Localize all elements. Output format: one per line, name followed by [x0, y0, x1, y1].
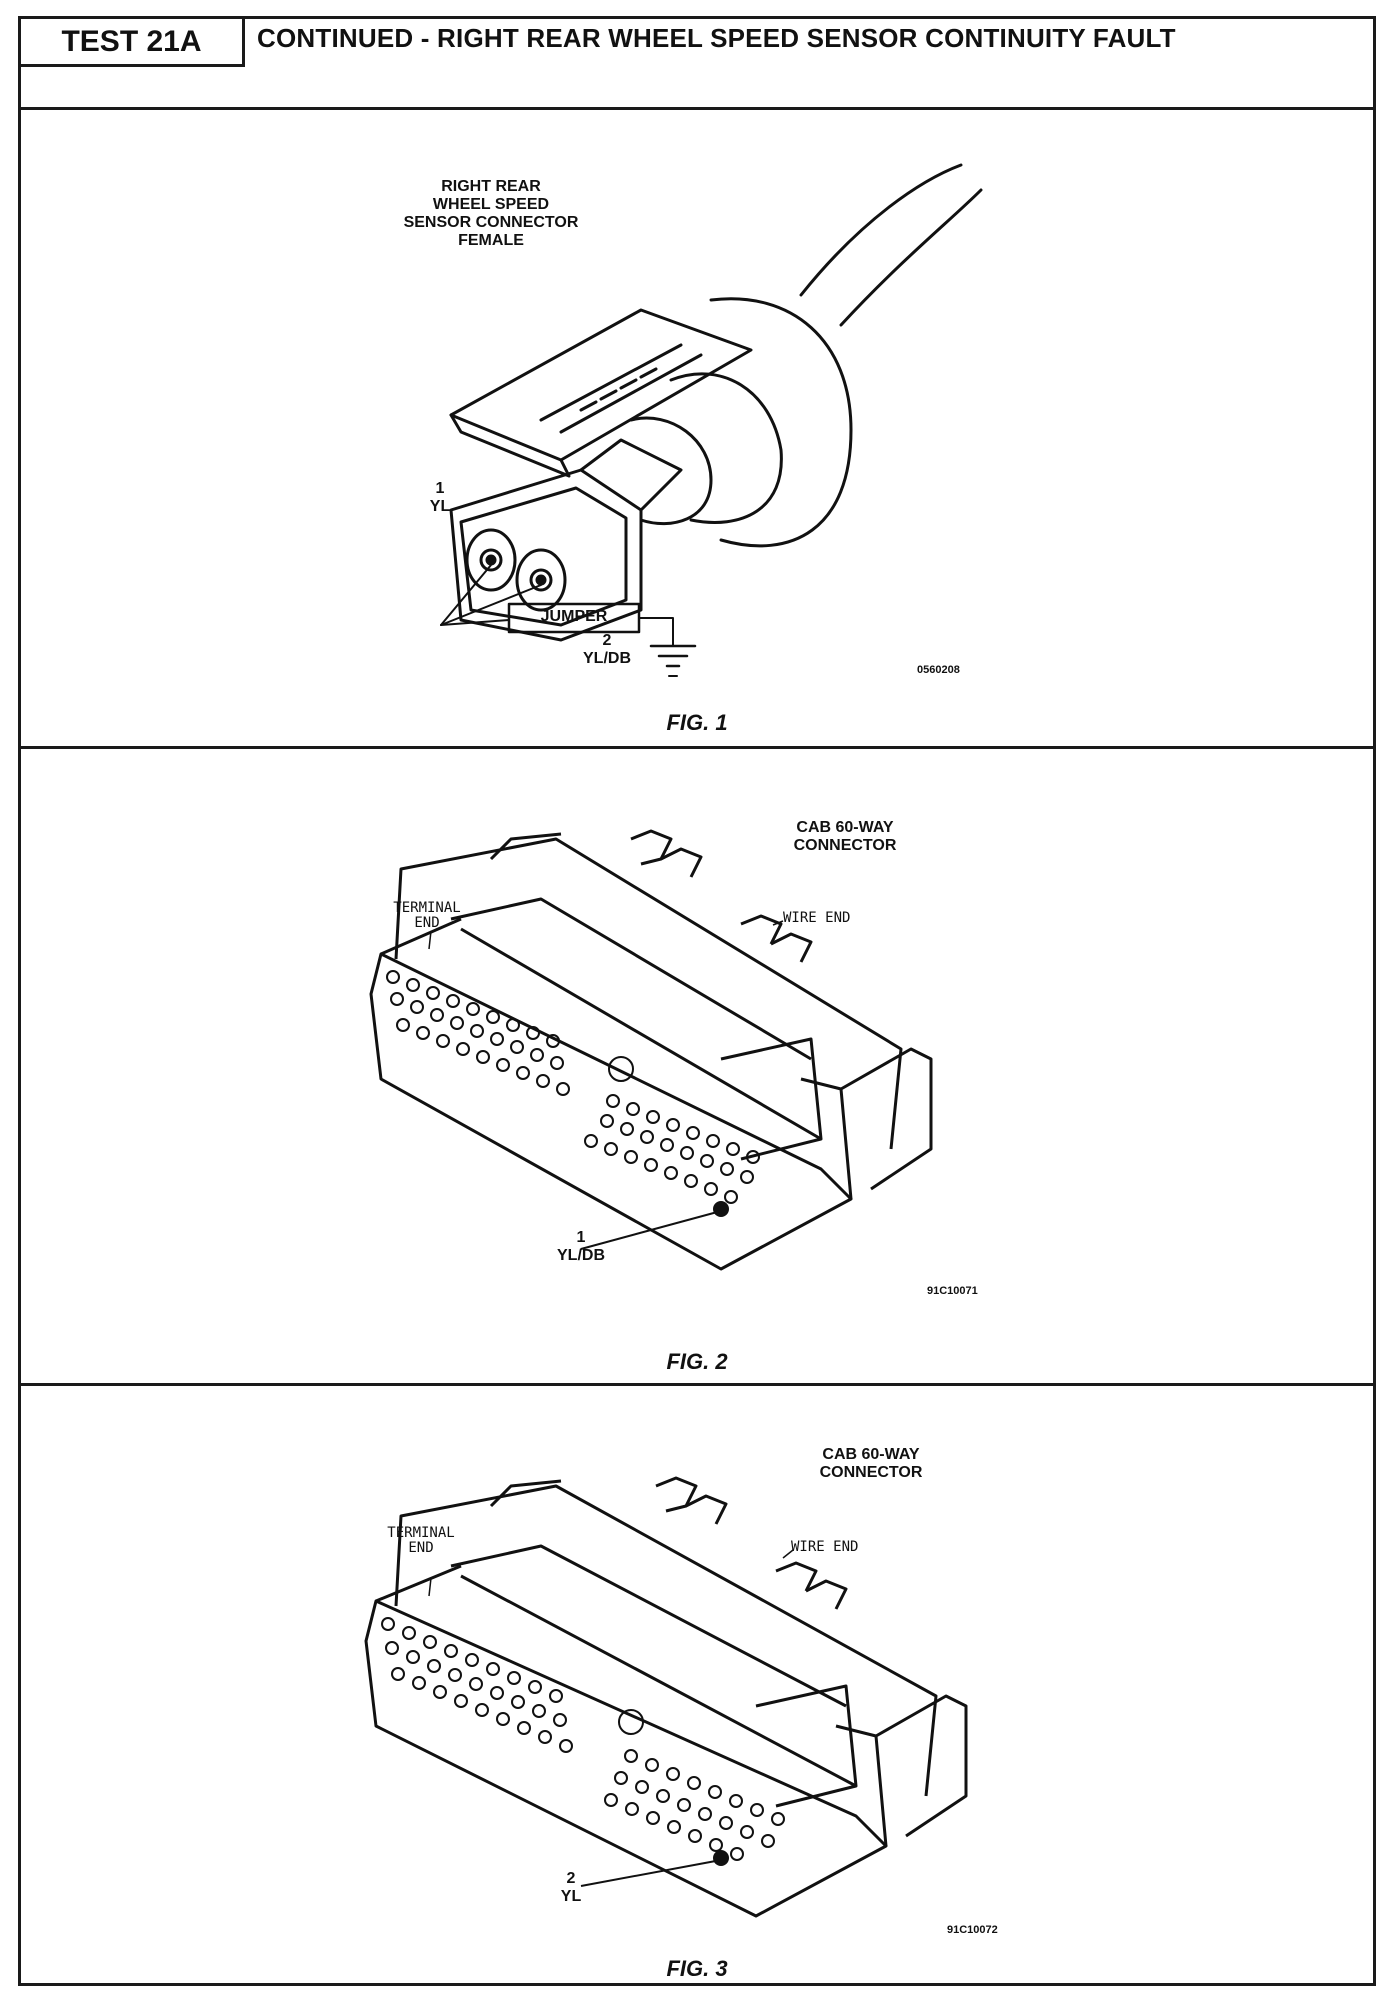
figure-3-panel: CAB 60-WAY CONNECTOR TERMINAL END WIRE E…	[21, 1386, 1373, 1986]
cab-connector-label: CAB 60-WAY CONNECTOR	[791, 1446, 951, 1482]
cab-connector-illustration	[364, 1476, 968, 1918]
sensor-connector-illustration	[440, 163, 983, 677]
pin-number: 2	[602, 632, 612, 649]
label-line: END	[408, 1540, 434, 1556]
pin-1-label: 1 YL	[425, 480, 455, 516]
label-line: TERMINAL	[393, 900, 461, 916]
figure-caption: FIG. 3	[666, 1956, 728, 1981]
figure-code: 91C10072	[947, 1924, 998, 1936]
label-line: WHEEL SPEED	[432, 196, 550, 213]
wire-color: YL/DB	[557, 1247, 605, 1264]
page-frame: TEST 21A CONTINUED - RIGHT REAR WHEEL SP…	[18, 16, 1376, 1986]
pin-number: 2	[566, 1870, 576, 1887]
jumper-label: JUMPER	[540, 608, 608, 625]
divider-header	[21, 107, 1373, 110]
figure-caption: FIG. 2	[666, 1349, 728, 1374]
wire-color: YL	[560, 1888, 582, 1905]
terminal-end-label: TERMINAL END	[367, 901, 487, 931]
pin-number: 1	[435, 480, 445, 497]
cab-connector-illustration	[369, 829, 933, 1271]
page-title: CONTINUED - RIGHT REAR WHEEL SPEED SENSO…	[257, 23, 1176, 53]
pin-number: 1	[576, 1229, 586, 1246]
wire-end-label: WIRE END	[791, 1539, 859, 1555]
figure-2-panel: CAB 60-WAY CONNECTOR TERMINAL END WIRE E…	[21, 749, 1373, 1383]
label-line: CONNECTOR	[819, 1464, 923, 1481]
divider-fig1	[21, 746, 1373, 749]
wire-end-label: WIRE END	[783, 910, 851, 926]
sensor-connector-label: RIGHT REAR WHEEL SPEED SENSOR CONNECTOR …	[391, 178, 591, 250]
cab-connector-label: CAB 60-WAY CONNECTOR	[765, 819, 925, 855]
label-line: FEMALE	[458, 232, 524, 249]
pin-1-label: 1 YL/DB	[551, 1229, 611, 1265]
label-line: RIGHT REAR	[441, 178, 541, 195]
wire-color: YL	[429, 498, 451, 515]
label-line: TERMINAL	[387, 1525, 455, 1541]
figure-code: 0560208	[917, 664, 960, 676]
figure-code: 91C10071	[927, 1285, 978, 1297]
divider-fig2	[21, 1383, 1373, 1386]
terminal-end-label: TERMINAL END	[361, 1526, 481, 1556]
label-line: CAB 60-WAY	[796, 819, 894, 836]
label-line: CONNECTOR	[793, 837, 897, 854]
wire-color: YL/DB	[583, 650, 631, 667]
test-label: TEST 21A	[21, 19, 245, 67]
figure-1-panel: RIGHT REAR WHEEL SPEED SENSOR CONNECTOR …	[21, 110, 1373, 746]
label-line: SENSOR CONNECTOR	[403, 214, 579, 231]
label-line: END	[414, 915, 440, 931]
pin-2-label: 2 YL/DB	[577, 632, 637, 668]
label-line: CAB 60-WAY	[822, 1446, 920, 1463]
figure-caption: FIG. 1	[666, 710, 728, 735]
pin-2-label: 2 YL	[551, 1870, 591, 1906]
